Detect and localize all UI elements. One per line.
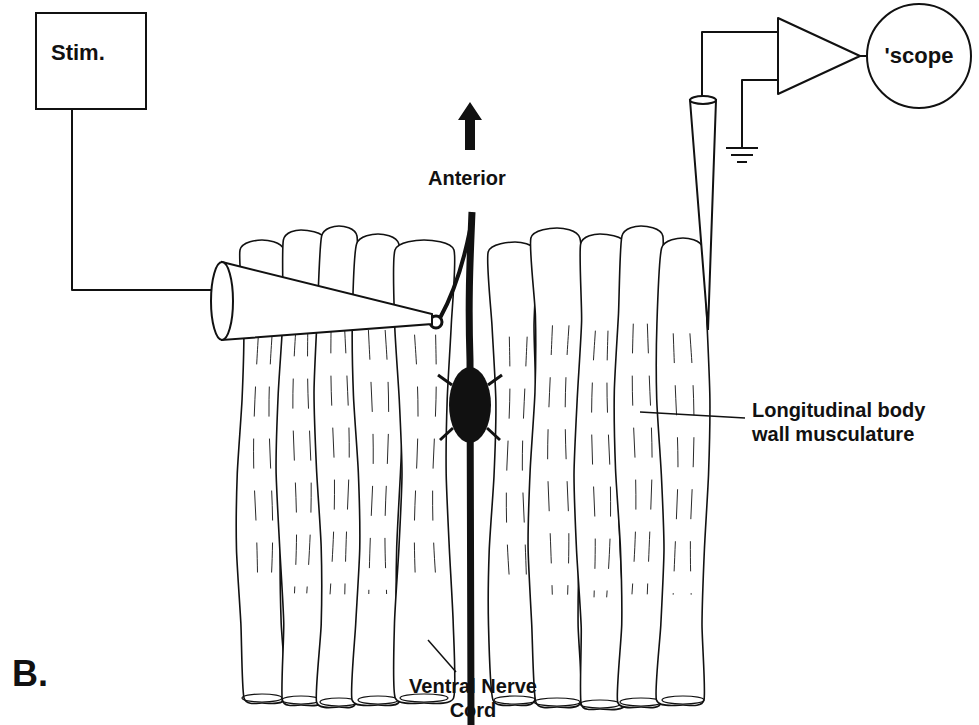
anterior-arrow bbox=[458, 102, 482, 150]
fiber-striation bbox=[254, 335, 259, 594]
ground-wire bbox=[742, 80, 778, 148]
fiber-striation bbox=[433, 335, 437, 594]
leader-line bbox=[640, 412, 745, 418]
fiber-striation bbox=[330, 324, 334, 595]
fiber-striation bbox=[522, 337, 527, 596]
fiber-striation bbox=[607, 331, 611, 598]
fiber-end bbox=[282, 696, 320, 704]
muscle-fiber bbox=[656, 238, 710, 706]
recording-wire bbox=[702, 32, 778, 100]
fiber-striation bbox=[647, 324, 652, 595]
fiber-striation bbox=[565, 325, 569, 594]
fiber-striation bbox=[632, 324, 636, 595]
node-label: 'scope bbox=[885, 43, 954, 69]
ground-symbol bbox=[731, 154, 753, 156]
fiber-striation bbox=[307, 327, 311, 594]
ground-symbol bbox=[737, 161, 747, 163]
ventral-nerve-cord bbox=[469, 212, 472, 725]
stimulating-electrode bbox=[222, 262, 432, 340]
panel-letter: B. bbox=[12, 652, 92, 695]
cell-body bbox=[449, 367, 491, 443]
stimulator-box: Stim. bbox=[35, 12, 147, 110]
fiber-end bbox=[662, 696, 704, 704]
fiber-striation bbox=[690, 333, 694, 594]
fiber-striation bbox=[344, 324, 349, 595]
oscilloscope-circle: 'scope bbox=[866, 3, 972, 109]
recording-electrode bbox=[690, 100, 716, 330]
fiber-end bbox=[358, 696, 398, 704]
fiber-striation bbox=[414, 335, 418, 594]
nerve-branch bbox=[440, 230, 470, 318]
fiber-striation bbox=[506, 337, 510, 596]
fiber-striation bbox=[673, 333, 678, 594]
structure-label: Longitudinal body wall musculature bbox=[752, 398, 927, 446]
structure-label: Ventral Nerve Cord bbox=[408, 674, 538, 722]
fiber-end bbox=[580, 700, 620, 708]
nerve bbox=[430, 212, 502, 725]
leader-line bbox=[428, 640, 456, 672]
node-label: Stim. bbox=[51, 40, 145, 66]
fiber-striation bbox=[548, 325, 553, 594]
fiber-striation bbox=[385, 330, 389, 594]
fiber-striation bbox=[592, 331, 596, 598]
direction-label: Anterior bbox=[428, 166, 558, 190]
stimulus-wire bbox=[72, 110, 214, 290]
fiber-end bbox=[534, 698, 580, 706]
fiber-striation bbox=[293, 327, 297, 594]
fiber-end bbox=[494, 696, 536, 704]
fiber-striation bbox=[368, 330, 373, 594]
fiber-end bbox=[242, 694, 282, 702]
electrode-top bbox=[690, 96, 716, 104]
electrode-opening bbox=[211, 262, 233, 340]
fiber-striation bbox=[269, 335, 273, 594]
amplifier-symbol bbox=[778, 18, 860, 94]
ground-symbol bbox=[726, 147, 758, 149]
